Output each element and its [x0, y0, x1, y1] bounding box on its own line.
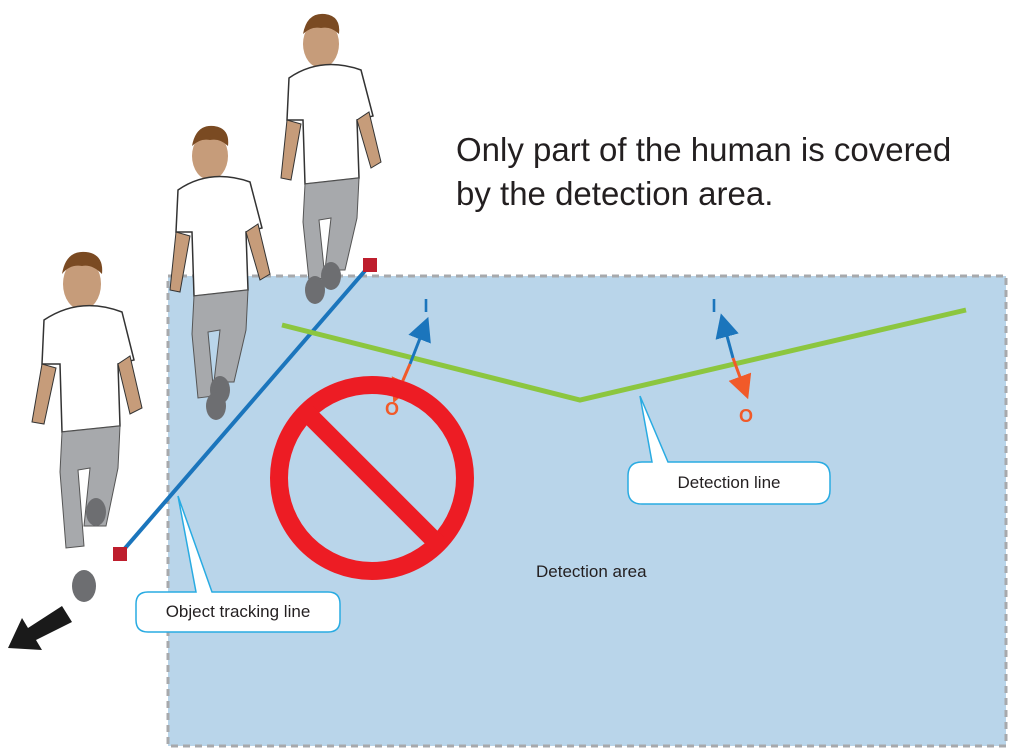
motion-direction-arrow [8, 606, 72, 650]
caption-text: Only part of the human is covered by the… [456, 128, 976, 216]
in-marker: I [711, 296, 716, 316]
tracking-start-point [113, 547, 127, 561]
object-tracking-line-label: Object tracking line [136, 592, 340, 632]
out-marker: O [739, 406, 753, 426]
detection-area-label: Detection area [536, 562, 647, 582]
out-marker: O [385, 399, 399, 419]
tracking-end-point [363, 258, 377, 272]
in-marker: I [423, 296, 428, 316]
detection-line-label: Detection line [628, 462, 830, 504]
